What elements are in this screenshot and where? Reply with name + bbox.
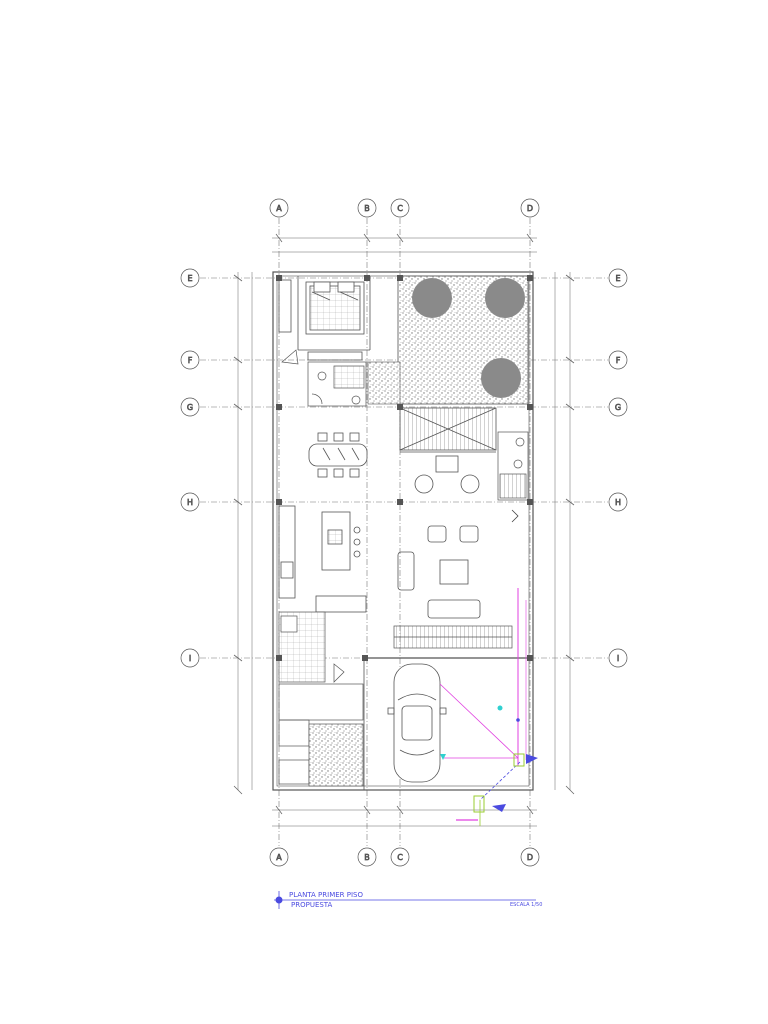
- svg-text:A: A: [276, 204, 282, 213]
- grid-bubbles-bottom: A B C D: [269, 847, 540, 867]
- utility-lines: [439, 588, 538, 826]
- garage: [363, 657, 530, 790]
- grid-bubble-a-bottom: A: [269, 847, 289, 867]
- tree-icon: [485, 278, 525, 318]
- grid-bubble-i-left: I: [180, 648, 200, 668]
- grid-bubble-g-right: G: [608, 397, 628, 417]
- structural-columns: [276, 275, 533, 661]
- dining-table: [308, 432, 368, 478]
- grid-bubble-f-right: F: [608, 350, 628, 370]
- svg-text:D: D: [527, 853, 533, 862]
- grid-bubble-d-bottom: D: [520, 847, 540, 867]
- svg-text:H: H: [187, 498, 193, 507]
- grid-bubble-e-left: E: [180, 268, 200, 288]
- svg-text:G: G: [187, 403, 193, 412]
- title-block: PLANTA PRIMER PISO PROPUESTA ESCALA 1/50: [274, 891, 542, 909]
- svg-text:G: G: [615, 403, 621, 412]
- chair-icon: [317, 432, 360, 478]
- living-room: [397, 509, 519, 619]
- svg-text:B: B: [364, 204, 370, 213]
- grid-bubbles-left: E F G H I: [180, 268, 200, 668]
- svg-text:E: E: [615, 274, 620, 283]
- drawing-title: PLANTA PRIMER PISO: [289, 891, 363, 899]
- bedroom: [278, 276, 371, 361]
- tree-icon: [481, 358, 521, 398]
- svg-text:A: A: [276, 853, 282, 862]
- grid-bubbles-right: E F G H I: [608, 268, 628, 668]
- service-area: [278, 611, 364, 787]
- grid-bubbles-top: A B C D: [269, 198, 540, 218]
- grid-bubble-g-left: G: [180, 397, 200, 417]
- kitchen: [278, 505, 367, 613]
- grid-bubble-c-top: C: [390, 198, 410, 218]
- grid-bubble-b-top: B: [357, 198, 377, 218]
- drawing-scale: ESCALA 1/50: [510, 902, 542, 908]
- svg-text:C: C: [397, 853, 403, 862]
- bathroom-upper: [281, 349, 367, 407]
- grid-bubble-f-left: F: [180, 350, 200, 370]
- garden-courtyard: [367, 275, 529, 405]
- armchair-icon: [460, 474, 480, 494]
- title-marker-icon: [275, 896, 283, 904]
- svg-text:I: I: [189, 654, 191, 663]
- toilet-icon: [513, 459, 523, 469]
- sink-icon: [515, 437, 525, 447]
- grid-bubble-c-bottom: C: [390, 847, 410, 867]
- svg-text:H: H: [615, 498, 621, 507]
- tree-icon: [412, 278, 452, 318]
- sink-icon: [351, 395, 361, 405]
- drawing-subtitle: PROPUESTA: [291, 901, 333, 909]
- svg-text:F: F: [188, 356, 193, 365]
- main-stair: [393, 625, 513, 649]
- grid-bubble-d-top: D: [520, 198, 540, 218]
- svg-text:E: E: [187, 274, 192, 283]
- grid-bubble-b-bottom: B: [357, 847, 377, 867]
- svg-text:B: B: [364, 853, 370, 862]
- car-icon: [387, 663, 447, 783]
- svg-text:F: F: [616, 356, 621, 365]
- grid-bubble-h-left: H: [180, 492, 200, 512]
- terrace: [399, 407, 497, 494]
- grid-bubble-h-right: H: [608, 492, 628, 512]
- svg-text:I: I: [617, 654, 619, 663]
- bed-icon: [305, 281, 365, 335]
- svg-text:C: C: [397, 204, 403, 213]
- svg-text:D: D: [527, 204, 533, 213]
- grid-bubble-e-right: E: [608, 268, 628, 288]
- bathroom-right: [497, 431, 529, 501]
- armchair-icon: [414, 474, 434, 494]
- grid-bubble-i-right: I: [608, 648, 628, 668]
- grid-bubble-a-top: A: [269, 198, 289, 218]
- dimension-lines: [233, 233, 575, 827]
- toilet-icon: [317, 371, 327, 381]
